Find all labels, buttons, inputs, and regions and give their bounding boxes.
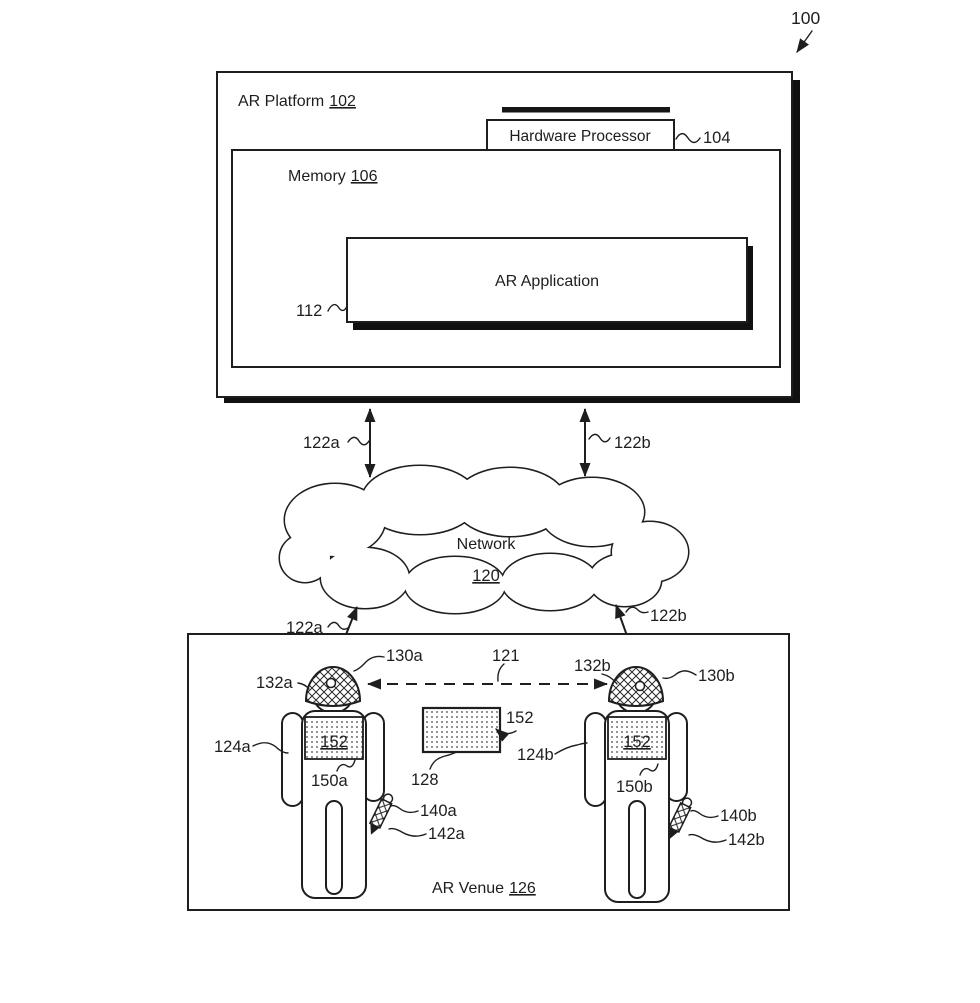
right-device-label: 140b xyxy=(720,807,757,825)
ar-app-ref-label: 112 xyxy=(296,302,322,320)
left-vest-leader xyxy=(336,759,356,772)
left-headset-lens xyxy=(325,677,337,689)
left-user-arm-left xyxy=(281,712,304,807)
hw-processor-ref-label: 104 xyxy=(703,129,731,147)
left-sensor-label: 132a xyxy=(256,674,294,692)
link-label-122b-upper: 122b xyxy=(614,434,651,452)
left-user-ref-leader xyxy=(252,742,289,754)
right-user-arm-left xyxy=(584,712,607,807)
figure-ref-label: 100 xyxy=(791,8,820,28)
platform-network-links: 122a 122b xyxy=(303,408,651,478)
right-headset-lens xyxy=(634,680,646,692)
left-device-leader xyxy=(390,804,419,814)
left-device-tip-label: 142a xyxy=(428,825,466,843)
right-device-tip xyxy=(669,827,679,839)
right-user-ref-leader xyxy=(554,742,588,755)
link-leader-122a-upper xyxy=(347,436,370,446)
right-vest-label: 150b xyxy=(616,778,653,796)
left-handheld-device xyxy=(368,793,394,835)
link-leader-122b-upper xyxy=(588,433,611,443)
network-title: Network xyxy=(457,536,517,553)
right-device-leader xyxy=(690,809,719,819)
left-sensor-leader xyxy=(297,682,310,690)
peer-leader-121 xyxy=(497,663,505,682)
object-ref-label: 128 xyxy=(411,771,439,789)
hw-processor-title: Hardware Processor xyxy=(509,128,650,145)
right-device-tip-label: 142b xyxy=(728,831,765,849)
right-user-leg-gap xyxy=(628,800,646,899)
left-device-tip-leader xyxy=(388,827,427,837)
right-sensor-label: 132b xyxy=(574,657,611,675)
ar-app-title: AR Application xyxy=(495,273,599,290)
object-rect xyxy=(421,706,502,754)
venue-object: 152 128 xyxy=(411,706,534,789)
right-device-tip-leader xyxy=(688,833,727,843)
right-vest-surface-label: 152 xyxy=(623,733,651,751)
left-vest-label: 150a xyxy=(311,772,349,790)
link-label-122a-upper: 122a xyxy=(303,434,341,452)
figure-ref-arrow xyxy=(796,30,813,53)
hw-processor-leader xyxy=(675,132,701,144)
link-leader-122a-lower xyxy=(327,621,349,631)
object-leader xyxy=(429,751,458,770)
left-user-vest xyxy=(304,716,364,760)
object-surface-arrow xyxy=(495,728,517,742)
right-handheld-device xyxy=(667,797,693,839)
left-device-label: 140a xyxy=(420,802,458,820)
ar-app-rect xyxy=(346,237,748,323)
left-user-leg-gap xyxy=(325,800,343,895)
network-ref-label: 120 xyxy=(472,567,500,585)
link-leader-122b-lower xyxy=(625,606,649,614)
left-user-ref-label: 124a xyxy=(214,738,252,756)
cloud-fill xyxy=(280,466,688,613)
left-headset-leader xyxy=(353,655,385,672)
link-label-122a-lower: 122a xyxy=(286,619,324,637)
right-user-vest xyxy=(607,716,667,760)
ar-app-leader xyxy=(327,303,348,312)
right-headset-label: 130b xyxy=(698,667,735,685)
object-surface-label: 152 xyxy=(506,709,534,727)
right-user-ref-label: 124b xyxy=(517,746,554,764)
peer-label-121: 121 xyxy=(492,647,520,665)
network-user-links: 122a 122b xyxy=(286,604,687,659)
hw-processor-rect xyxy=(486,119,675,152)
left-headset-label: 130a xyxy=(386,647,424,665)
user-left: 152 130a 132a 124a 150a 140a 142a xyxy=(214,647,466,899)
peer-link: 121 xyxy=(367,647,608,690)
hw-processor-shadow xyxy=(502,107,670,113)
left-device-tip xyxy=(370,823,380,835)
link-label-122b-lower: 122b xyxy=(650,607,687,625)
right-headset-leader xyxy=(662,670,697,680)
right-vest-leader xyxy=(639,763,659,776)
right-sensor-leader xyxy=(601,673,618,685)
network-cloud: Network 120 xyxy=(278,464,690,615)
user-right: 152 130b 132b 124b 150b 140b 142b xyxy=(517,657,765,903)
left-vest-surface-label: 152 xyxy=(320,733,348,751)
